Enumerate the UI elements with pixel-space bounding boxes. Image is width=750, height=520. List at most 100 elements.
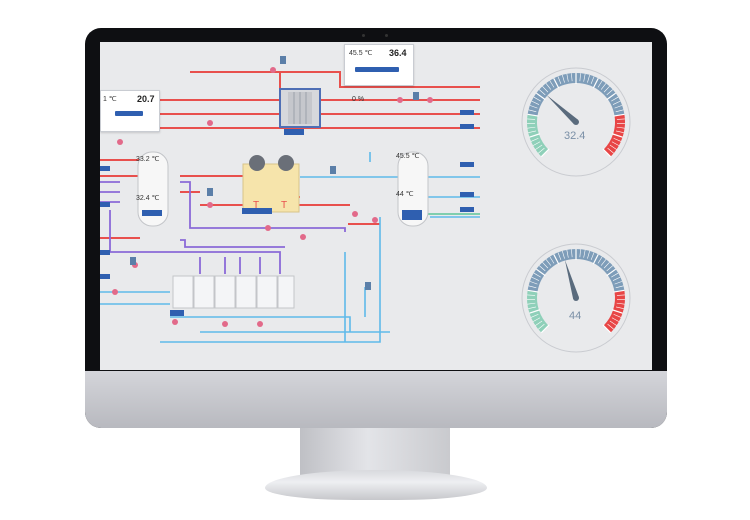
gauge-tick [538,323,545,330]
gauge-tick [557,252,562,260]
gauge-tick [530,138,539,142]
gauge-tick [562,250,565,259]
gauge-tick [590,252,595,260]
gauge-tick [600,259,607,266]
gauge-tick [571,249,573,258]
gauge-tick [540,324,550,334]
gauge-needle [546,94,579,125]
gauge-tick [531,276,540,281]
valves [112,67,433,327]
gauge-tick [613,289,625,293]
gauge-tick [606,92,616,101]
gauge-tick [612,276,621,281]
gauge-tick [602,324,612,334]
heat-exchanger [279,88,321,128]
tank-left-bottom-temp: 32.4 ℃ [136,195,160,202]
heat-pump-unit: T T [242,155,300,213]
gauge-tick [611,272,619,278]
monitor-stand-base [265,470,487,500]
gauge-tick [535,320,543,326]
gauge-tick [529,133,541,138]
gauge-tick [606,265,613,272]
tank-right-bottom-temp: 44 ℃ [396,191,414,198]
gauge-tick [527,294,536,296]
gauge-tick [531,100,540,105]
monitor-stand-neck [300,428,450,478]
gauge-tick [542,262,549,269]
gauge-tick [607,323,614,330]
readout-left: 1 ℃ 20.7 [100,90,160,132]
sensor-dot [385,34,388,37]
gauge-tick [602,148,612,158]
gauge-tick [528,130,537,133]
gauge-tick [579,73,581,82]
gauge-tick [528,306,537,309]
gauge-tick [611,309,623,314]
gauge-1 [521,67,631,177]
gauge-tick [549,256,555,264]
gauge-tick [566,73,569,82]
readout-left-value: 20.7 [137,94,155,104]
gauge-tick [606,268,616,277]
gauge-tick [528,285,537,289]
gauge-tick [566,249,569,258]
readout-top-tag [355,67,399,72]
tank-left-top-temp: 33.2 ℃ [136,156,160,163]
gauge-tick [529,105,538,109]
gauge-tick [539,89,546,96]
gauge-tick [613,138,622,142]
gauge-tick [527,302,536,305]
gauge-tick [571,73,573,82]
gauge-tick [612,100,621,105]
gauge-tick [603,262,610,269]
gauge-tick [545,83,552,90]
gauge-tick [528,109,537,113]
gauge-tick [527,289,539,293]
gauge-tick [592,78,599,89]
gauge-tick [557,76,562,84]
gauge-tick [587,250,590,259]
gauge-tick [600,83,607,90]
gauge-tick [529,281,538,285]
gauge-tick [614,105,623,109]
readout-top: 45.5 ℃ 36.4 [344,44,414,86]
gauge-tick [615,109,624,113]
gauge-tick [532,141,541,146]
gauge-tick [615,306,624,309]
gauge-tick [549,80,555,88]
gauge-tick [529,309,541,314]
gauge-tick [533,96,541,102]
gauge-tick [530,314,539,318]
gauge-tick [609,144,617,150]
gauge-tick [597,80,603,88]
gauge-tick [616,126,625,129]
gauge-tick [597,256,603,264]
pumps [130,56,419,290]
gauge-tick [616,302,625,305]
tank-right [397,151,429,227]
readout-left-tag [115,111,143,116]
gauge-tick [553,78,560,89]
gauge-2 [521,243,631,353]
gauge-tick [535,144,543,150]
gauge-tick [527,113,539,117]
gauge-tick [616,294,625,296]
gauge-tick [527,126,536,129]
gauge-hub [573,119,579,125]
gauge-tick [583,249,586,258]
gauge-tick [583,73,586,82]
svg-text:T: T [281,200,287,211]
gauge-hub [573,295,579,301]
gauge-tick [615,285,624,289]
boiler-modules [172,275,295,309]
camera-dot [362,34,365,37]
percent-readout: 0 % [352,96,365,103]
gauge-tick [539,265,546,272]
gauge-tick [587,74,590,83]
gauge-tick [603,86,610,93]
scada-screen: T T [100,42,652,370]
gauge-tick [611,317,620,322]
gauge-tick [579,249,581,258]
gauge-tick [616,118,625,120]
gauge-tick [609,320,617,326]
